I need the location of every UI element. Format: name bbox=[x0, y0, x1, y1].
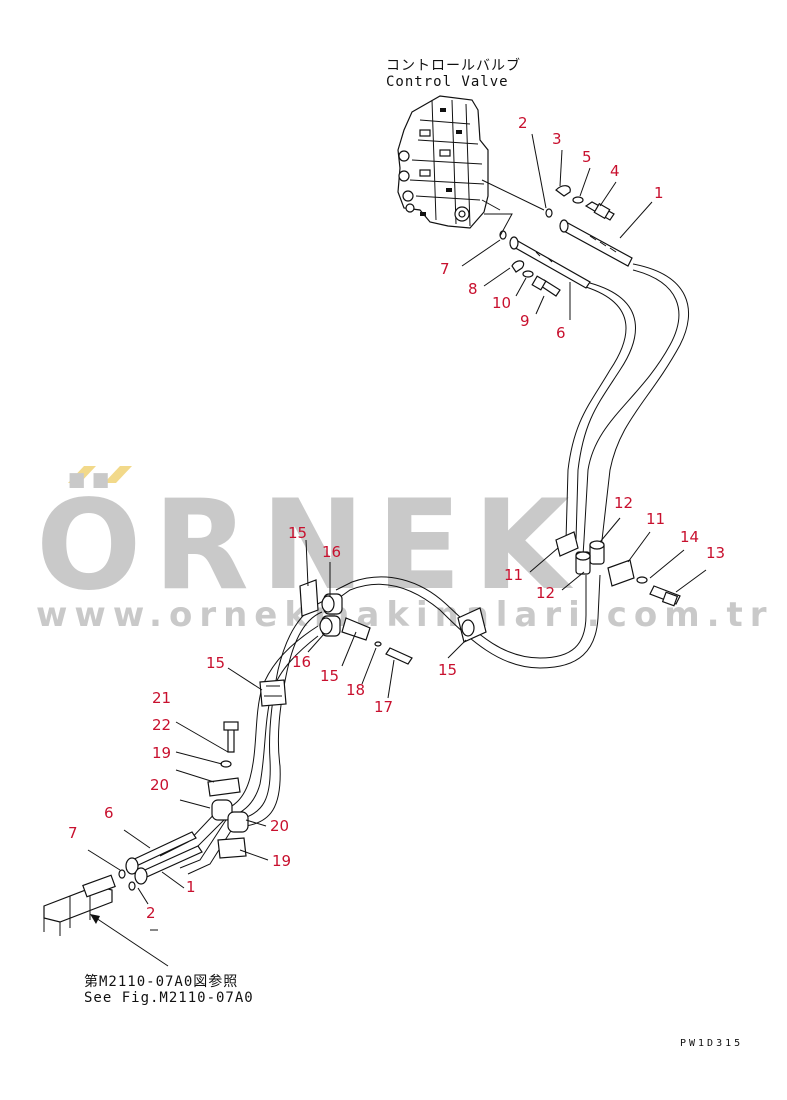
middle-clamp-assembly bbox=[259, 579, 487, 707]
callout-6-top: 6 bbox=[556, 324, 566, 342]
callout-16-top: 16 bbox=[322, 543, 341, 561]
right-clamp-assembly bbox=[555, 531, 681, 607]
callout-19-top: 19 bbox=[152, 744, 171, 762]
callout-12-right-bottom: 12 bbox=[536, 584, 555, 602]
callout-7-top: 7 bbox=[440, 260, 450, 278]
callout-11-left: 11 bbox=[504, 566, 523, 584]
callout-13: 13 bbox=[706, 544, 725, 562]
valve-fittings bbox=[481, 179, 633, 297]
leader-lines bbox=[87, 133, 707, 967]
callout-12-right-top: 12 bbox=[614, 494, 633, 512]
callout-11-right: 11 bbox=[646, 510, 665, 528]
callout-16-lower: 16 bbox=[292, 653, 311, 671]
callout-6-bottom: 6 bbox=[104, 804, 114, 822]
callout-20-left: 20 bbox=[150, 776, 169, 794]
callout-4: 4 bbox=[610, 162, 620, 180]
title-jp: コントロールバルブ bbox=[386, 57, 521, 74]
callout-1-top: 1 bbox=[654, 184, 664, 202]
see-figure-jp: 第M2110-07A0図参照 bbox=[84, 973, 238, 990]
callout-1-bottom: 1 bbox=[186, 878, 196, 896]
callout-3: 3 bbox=[552, 130, 562, 148]
callout-7-bottom: 7 bbox=[68, 824, 78, 842]
watermark: ÖRNEK www.ornekmakinalari.com.tr bbox=[36, 466, 774, 635]
callouts: 2 3 5 4 1 7 8 10 9 6 12 11 14 13 11 12 1… bbox=[68, 114, 725, 922]
callout-18: 18 bbox=[346, 681, 365, 699]
control-valve-drawing bbox=[397, 95, 489, 229]
callout-5: 5 bbox=[582, 148, 592, 166]
watermark-url: www.ornekmakinalari.com.tr bbox=[36, 595, 774, 635]
callout-22: 22 bbox=[152, 716, 171, 734]
callout-17: 17 bbox=[374, 698, 393, 716]
callout-19-bottom: 19 bbox=[272, 852, 291, 870]
title-en: Control Valve bbox=[386, 74, 509, 90]
callout-15-middle: 15 bbox=[320, 667, 339, 685]
callout-2-top: 2 bbox=[518, 114, 528, 132]
callout-14: 14 bbox=[680, 528, 699, 546]
callout-10: 10 bbox=[492, 294, 511, 312]
callout-15-top: 15 bbox=[288, 524, 307, 542]
drawing-code: PW1D315 bbox=[680, 1038, 743, 1049]
see-figure-en: See Fig.M2110-07A0 bbox=[84, 990, 254, 1006]
callout-15-right: 15 bbox=[438, 661, 457, 679]
callout-21: 21 bbox=[152, 689, 171, 707]
callout-9: 9 bbox=[520, 312, 530, 330]
callout-20-right: 20 bbox=[270, 817, 289, 835]
callout-8: 8 bbox=[468, 280, 478, 298]
watermark-accent-right bbox=[104, 466, 132, 483]
callout-15-left: 15 bbox=[206, 654, 225, 672]
lower-left-assembly bbox=[43, 721, 249, 936]
callout-2-bottom: 2 bbox=[146, 904, 156, 922]
watermark-accent-left bbox=[68, 466, 96, 483]
